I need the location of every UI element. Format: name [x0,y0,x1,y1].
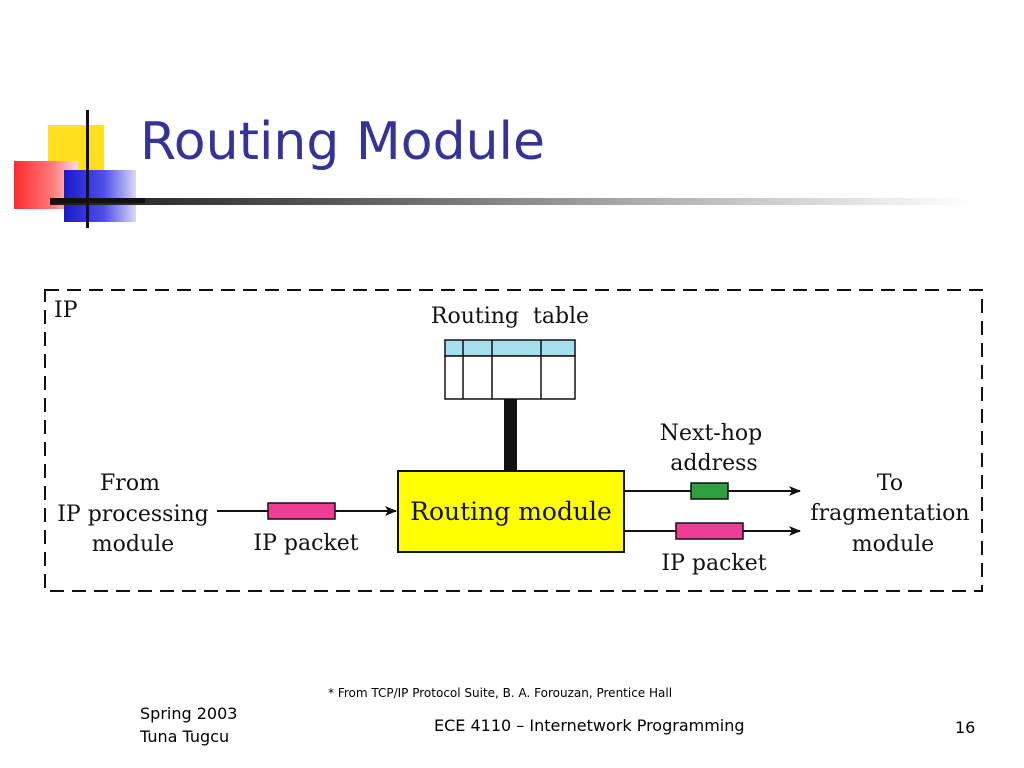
decor-vertical-line [86,110,89,228]
routing-table-body [444,355,576,400]
title-underline-rule [50,198,970,205]
footer-left: Spring 2003 Tuna Tugcu [140,702,237,748]
to-label-line2: fragmentation [810,501,969,526]
input-ip-packet-label: IP packet [253,531,358,556]
output-ip-packet [675,522,744,540]
routing-module-label: Routing module [410,497,612,526]
input-ip-packet [267,502,336,520]
decor-horizontal-line [50,198,145,203]
next-hop-label-line2: address [670,451,757,476]
footer-author: Tuna Tugcu [140,727,230,746]
routing-table-header [444,339,576,357]
from-label-line2: IP processing [57,502,209,527]
decor-blue-square [64,170,136,222]
ip-container-label: IP [54,298,78,323]
next-hop-label-line1: Next-hop [660,421,762,446]
footer-course-title: ECE 4110 – Internetwork Programming [434,716,745,735]
ip-container-box [44,289,983,592]
routing-table-label: Routing table [431,304,589,329]
to-label-line1: To [877,471,903,496]
routing-table [444,339,576,400]
output-ip-packet-label: IP packet [661,551,766,576]
slide-title: Routing Module [140,112,545,172]
from-label-line1: From [100,471,160,496]
routing-module-box [397,470,625,553]
from-label-line3: module [92,532,174,557]
to-label-line3: module [852,532,934,557]
slide-number: 16 [955,718,976,737]
footer-semester: Spring 2003 [140,704,238,723]
table-to-module-connector [504,399,517,471]
next-hop-address-box [690,482,729,500]
source-footnote: * From TCP/IP Protocol Suite, B. A. Foro… [328,686,673,700]
